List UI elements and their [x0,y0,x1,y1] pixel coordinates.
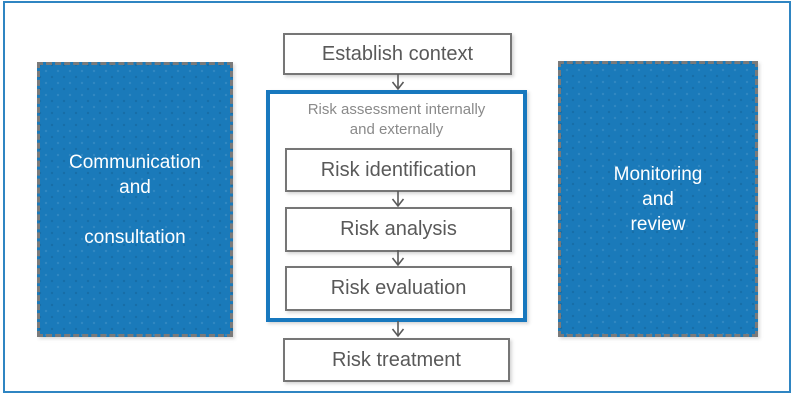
risk-treatment-box: Risk treatment [283,338,510,382]
risk-analysis-label: Risk analysis [340,218,457,240]
risk-assessment-title: Risk assessment internally and externall… [266,100,527,140]
risk-identification-box: Risk identification [285,148,512,192]
risk-assessment-title-line1: Risk assessment internally [307,101,486,118]
down-arrow-icon [389,74,407,91]
down-arrow-icon [389,321,407,338]
risk-treatment-label: Risk treatment [332,348,461,371]
monitoring-review-panel: Monitoring and review [558,61,758,337]
down-arrow-icon [389,191,407,208]
panel-text-line [69,200,201,225]
panel-text-line: Communication [69,151,201,173]
monitoring-review-label: Monitoring and review [614,162,703,237]
panel-text-line: Monitoring [613,163,703,185]
risk-evaluation-label: Risk evaluation [330,277,467,299]
establish-context-label: Establish context [321,42,474,65]
risk-assessment-title-line2: and externally [349,121,444,138]
panel-text-line: review [630,213,686,235]
communication-consultation-label: Communication and consultation [69,150,201,250]
risk-evaluation-box: Risk evaluation [285,266,512,311]
risk-identification-label: Risk identification [320,158,477,181]
communication-consultation-panel: Communication and consultation [37,62,233,337]
diagram-outer-frame [3,1,791,393]
panel-text-line: and [642,188,674,210]
panel-text-line: and [119,176,151,198]
establish-context-box: Establish context [283,33,512,75]
down-arrow-icon [389,250,407,267]
risk-analysis-box: Risk analysis [285,207,512,252]
panel-text-line: consultation [84,226,186,248]
